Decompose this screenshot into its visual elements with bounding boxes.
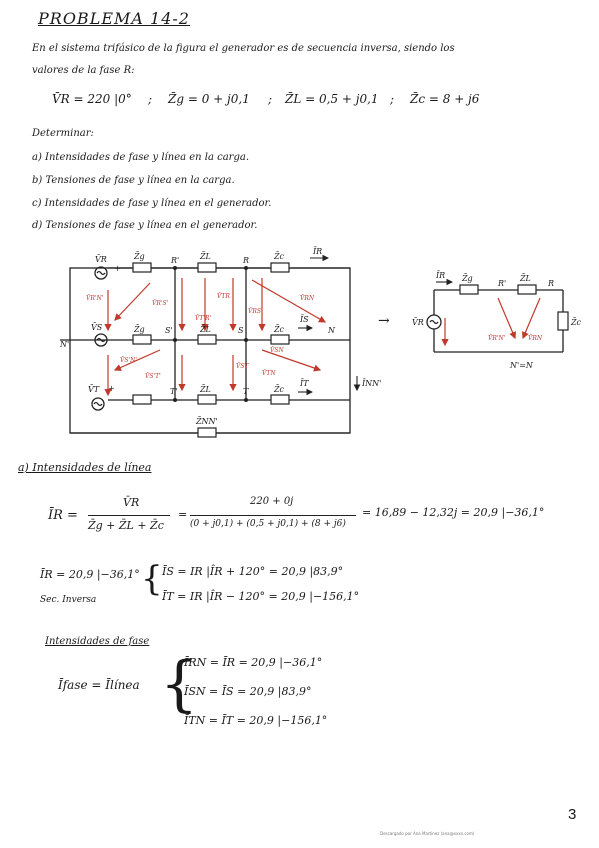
label-plus-t: + — [108, 384, 115, 393]
label-ir: ĪR — [312, 247, 322, 256]
footer-note: Descargado por Ana Martinez (ana@xxxx.co… — [380, 831, 475, 836]
label-znn: Z̄NN' — [195, 417, 218, 426]
label-zc-t: Z̄c — [273, 385, 285, 394]
ir-fraction-numerator: V̄R — [123, 496, 140, 509]
given-vr: V̄R = 220 |0° — [52, 92, 132, 106]
label-rp: R' — [170, 256, 179, 265]
phase-equals-line: Īfase = Īlínea — [58, 678, 140, 692]
determine-item-c: c) Intensidades de fase y línea en el ge… — [32, 198, 272, 209]
label-vrn: V̄RN — [300, 295, 315, 302]
label-zc-r: Z̄c — [273, 252, 285, 261]
given-sep-1: ; — [148, 92, 153, 106]
ir-numeric-denominator: (0 + j0,1) + (0,5 + j0,1) + (8 + j6) — [190, 519, 346, 529]
brace-1: { — [141, 559, 163, 599]
label-vst-p: V̄S'T' — [145, 373, 161, 380]
label-is: ĪS — [299, 315, 309, 324]
ir-lhs: ĪR = — [48, 508, 78, 523]
itn-equation: ĪTN = ĪT = 20,9 |−156,1° — [184, 714, 328, 727]
isn-equation: ĪSN = ĪS = 20,9 |83,9° — [184, 685, 312, 698]
given-sep-3: ; — [390, 92, 395, 106]
label-zl-r: Z̄L — [199, 252, 211, 261]
ir-numeric-bar — [190, 515, 356, 516]
label-zg-r: Z̄g — [133, 252, 145, 261]
label-vsn-p: V̄S'N' — [120, 357, 137, 364]
eq-label-nn: N'=N — [509, 361, 534, 370]
label-r: R — [242, 256, 249, 265]
label-vr: V̄R — [95, 255, 107, 264]
ir-fraction-denominator: Z̄g + Z̄L + Z̄c — [88, 519, 164, 532]
label-it: ĪT — [299, 379, 309, 388]
ir-numeric-numerator: 220 + 0j — [250, 496, 294, 507]
page-number: 3 — [568, 806, 577, 823]
label-sp: S' — [165, 326, 173, 335]
page-title: PROBLEMA 14-2 — [38, 9, 190, 28]
equivalent-arrow: → — [378, 313, 390, 329]
label-t: T — [243, 387, 249, 396]
label-n: N — [327, 326, 336, 335]
given-sep-2: ; — [268, 92, 273, 106]
brace-2: { — [160, 649, 199, 719]
label-vsn: V̄SN — [270, 347, 284, 354]
eq-label-rp: R' — [497, 279, 506, 288]
given-zl: Z̄L = 0,5 + j0,1 — [285, 92, 379, 106]
label-zc-s: Z̄c — [273, 325, 285, 334]
label-vtr: V̄TR — [217, 293, 230, 300]
label-vrn-p: V̄R'N' — [86, 295, 104, 302]
irn-equation: ĪRN = ĪR = 20,9 |−36,1° — [184, 656, 323, 669]
eq-label-zl: Z̄L — [519, 274, 531, 283]
statement-line-1: En el sistema trifásico de la figura el … — [32, 43, 455, 54]
label-zl-s: Z̄L — [199, 325, 211, 334]
determine-heading: Determinar: — [32, 128, 94, 139]
label-vtr-p: V̄T'R' — [195, 315, 212, 322]
label-vtn: V̄TN — [262, 370, 276, 377]
ir-result: = 16,89 − 12,32j = 20,9 |−36,1° — [362, 506, 545, 519]
determine-item-d: d) Tensiones de fase y línea en el gener… — [32, 220, 258, 231]
sequence-note: Sec. Inversa — [40, 595, 97, 605]
determine-item-a: a) Intensidades de fase y línea en la ca… — [32, 152, 250, 163]
ir-value: ĪR = 20,9 |−36,1° — [40, 568, 140, 581]
label-s: S — [238, 326, 244, 335]
statement-line-2: valores de la fase R: — [32, 65, 135, 76]
given-zg: Z̄g = 0 + j0,1 — [168, 92, 250, 106]
label-inn: ĪNN' — [361, 379, 381, 388]
eq-label-vrn: V̄RN — [528, 335, 543, 342]
it-equation: ĪT = IR |ÎR − 120° = 20,9 |−156,1° — [162, 590, 360, 603]
eq-label-ir: ĪR — [435, 271, 445, 280]
label-vrs-p: V̄R'S' — [152, 300, 169, 307]
ir-fraction-bar — [88, 515, 170, 516]
label-vt: V̄T — [88, 385, 100, 394]
label-tp: T' — [170, 387, 178, 396]
eq-label-vr: V̄R — [412, 318, 424, 327]
ir-equals: = — [178, 508, 188, 521]
eq-label-zg: Z̄g — [461, 274, 473, 283]
three-phase-circuit-diagram: V̄R + Z̄g R' Z̄L R Z̄c ĪR V̄R'N' V̄R'S' … — [59, 247, 582, 438]
is-equation: ĪS = IR |ÎR + 120° = 20,9 |83,9° — [162, 565, 344, 578]
label-vs: V̄S — [91, 323, 103, 332]
label-np: N' — [59, 340, 69, 349]
section-a-heading: a) Intensidades de línea — [18, 461, 152, 474]
eq-label-r: R — [547, 279, 554, 288]
eq-label-vrn-p: V̄R'N' — [488, 335, 506, 342]
label-vrs: V̄RS — [248, 308, 261, 315]
eq-label-zc: Z̄c — [570, 318, 582, 327]
given-zc: Z̄c = 8 + j6 — [410, 92, 480, 106]
label-zg-s: Z̄g — [133, 325, 145, 334]
determine-item-b: b) Tensiones de fase y línea en la carga… — [32, 175, 235, 186]
phase-currents-heading: Intensidades de fase — [45, 636, 150, 647]
label-plus-r: + — [114, 264, 121, 273]
label-vst: V̄ST — [236, 363, 249, 370]
label-zl-t: Z̄L — [199, 385, 211, 394]
